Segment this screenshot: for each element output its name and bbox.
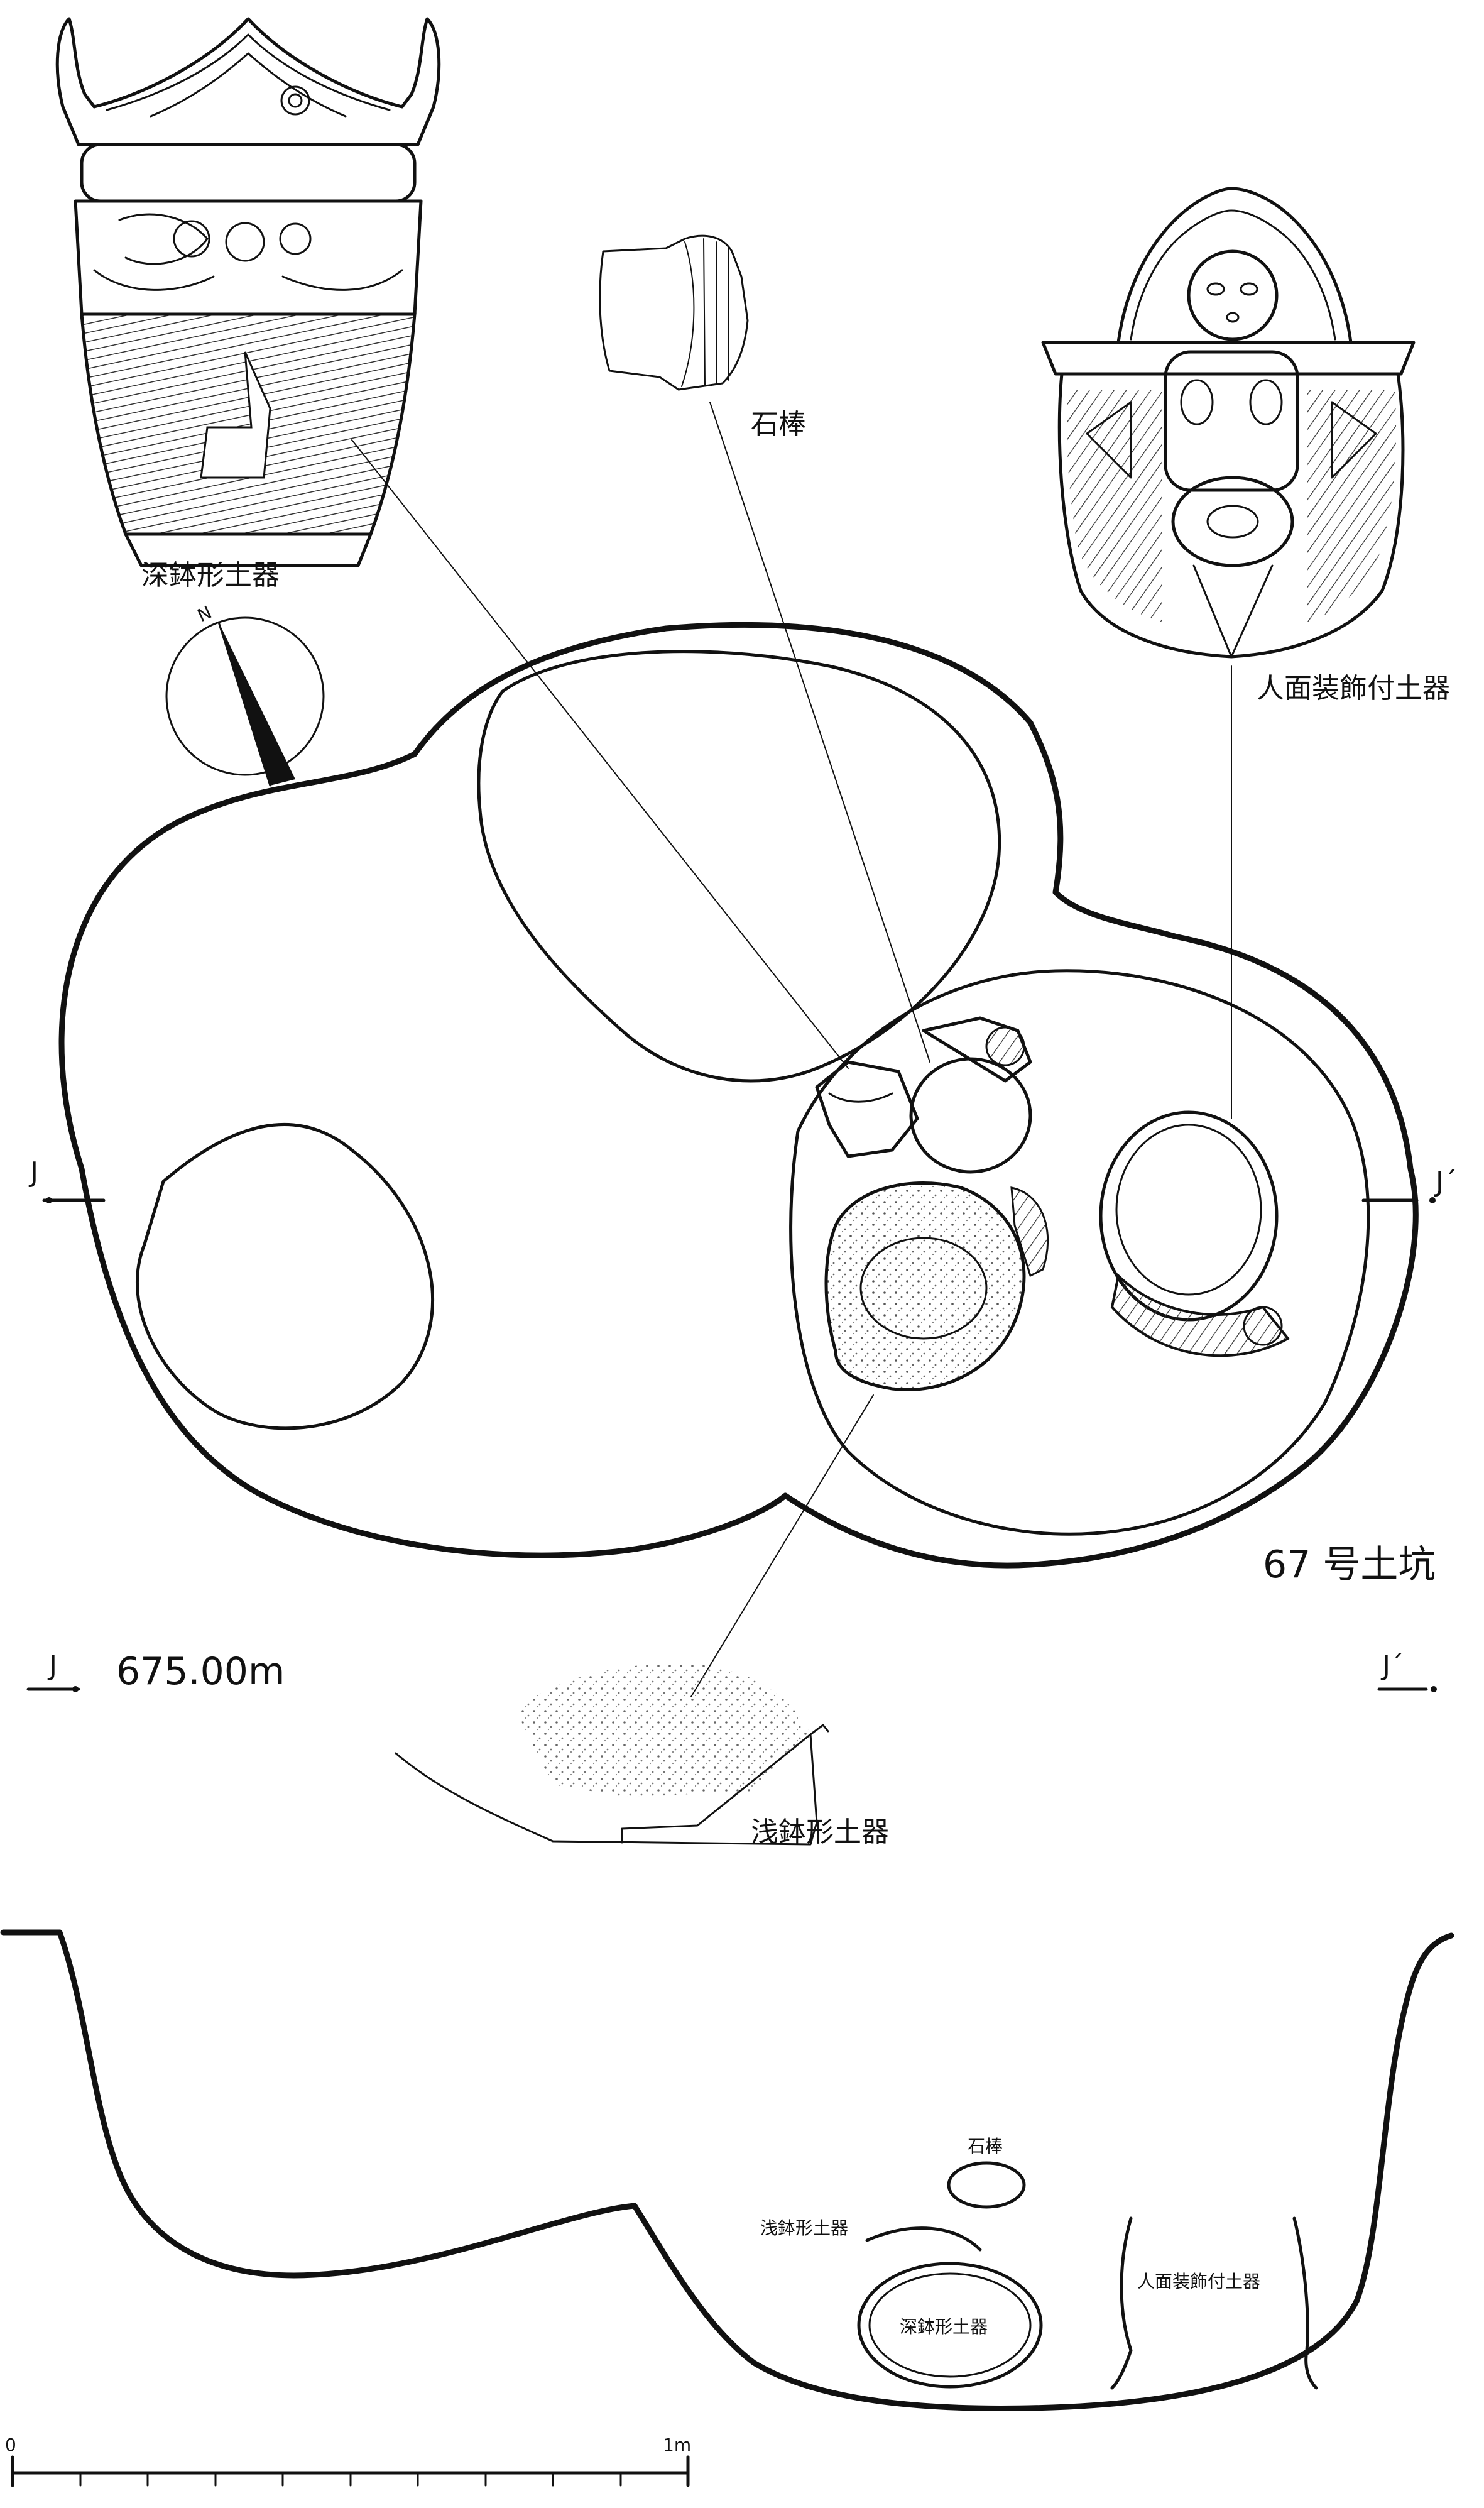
section-profile: J 675.00m J´ [26,1650,1437,1846]
pit-plan: J J´ [28,402,1458,1697]
pit-name: 67 号土坑 [1263,1543,1436,1587]
leader-deep-bowl [351,439,849,1069]
section-outline [0,1929,1454,2411]
section-stone-rod [947,2161,1026,2209]
scale-bar: 0 1m [5,2434,691,2487]
face-vessel-illustration [1041,187,1416,659]
section-left-label: J [28,1156,38,1188]
section-deep-bowl-label: 深鉢形土器 [900,2316,988,2337]
stone-rod-label: 石棒 [751,408,806,441]
stone-rod-illustration [599,234,749,391]
scale-start-label: 0 [5,2434,16,2455]
section-stone-rod-label: 石棒 [968,2136,1003,2157]
shallow-bowl-label: 浅鉢形土器 [751,1816,889,1848]
plan-stone-rod [909,1016,1032,1174]
north-arrow: N [165,602,325,787]
pit-section-bottom: 石棒 浅鉢形土器 深鉢形土器 人面装飾付土器 [0,1929,1454,2411]
face-vessel-label: 人面装飾付土器 [1257,672,1450,704]
north-label: N [194,602,215,627]
section-face-vessel-label: 人面装飾付土器 [1137,2271,1260,2292]
leader-stone-rod [709,402,930,1063]
shallow-bowl-fill [515,1663,810,1797]
section-shallow-bowl [865,2226,982,2252]
profile-right-label: J´ [1380,1650,1404,1682]
left-pit [136,1123,435,1430]
profile-left-label: J [47,1650,57,1682]
deep-bowl-illustration [55,17,441,567]
deep-bowl-label: 深鉢形土器 [141,559,280,591]
section-shallow-bowl-label: 浅鉢形土器 [760,2218,848,2238]
plan-face-vessel [1099,1110,1290,1357]
section-marker-right: J´ [1361,1166,1458,1203]
upper-lobe [477,650,1001,1083]
plan-shallow-bowl [824,1181,1049,1391]
face-medallion [1187,249,1279,341]
section-face-vessel-right [1292,2216,1318,2390]
section-deep-bowl [857,2262,1043,2389]
pit-outline [58,622,1419,1569]
section-marker-left: J [28,1156,106,1203]
artifact-lobe [789,969,1370,1536]
scale-end-label: 1m [663,2434,691,2455]
section-face-vessel-left [1110,2216,1133,2390]
plan-deep-bowl [815,1060,919,1158]
section-right-label: J´ [1434,1166,1458,1198]
leader-shallow-bowl [690,1394,874,1697]
elevation-label: 675.00m [116,1650,285,1694]
